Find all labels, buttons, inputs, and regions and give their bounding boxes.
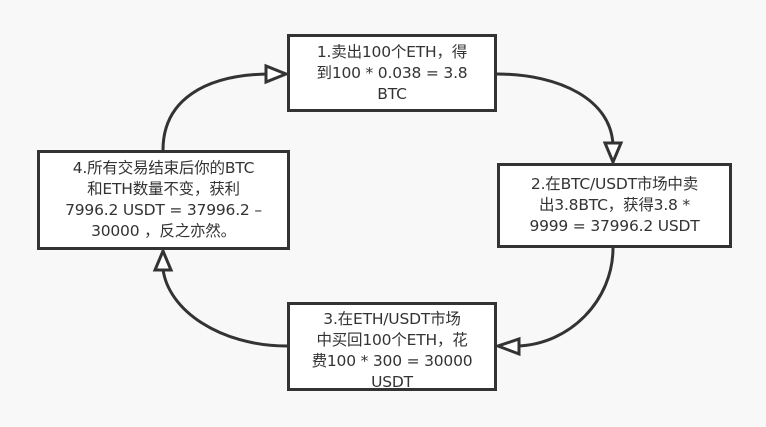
edge-step4-to-step1 [161, 72, 269, 151]
arrowhead-step4-icon [152, 247, 174, 272]
step-4-line: 和ETH数量不变，获利 [87, 180, 240, 198]
step-4-line: 4.所有交易结束后你的BTC [72, 159, 255, 177]
step-2-line: 9999 = 37996.2 USDT [529, 217, 700, 235]
step-4-line: 7996.2 USDT = 37996.2 – [65, 201, 262, 219]
edge-step2-to-step3 [515, 247, 615, 348]
step-2-line: 2.在BTC/USDT市场中卖 [530, 175, 699, 193]
step-4-node: 4.所有交易结束后你的BTC 和ETH数量不变，获利 7996.2 USDT =… [37, 150, 290, 250]
arrowhead-step3-icon [493, 336, 521, 357]
step-1-line: BTC [377, 84, 407, 103]
step-3-line: 3.在ETH/USDT市场 [323, 310, 461, 328]
edge-step3-to-step4 [161, 268, 288, 348]
arrowhead-step2-icon [602, 141, 624, 166]
step-1-line: 到100 * 0.038 = 3.8 [316, 63, 468, 82]
step-3-line: USDT [371, 373, 413, 391]
step-2-line: 出3.8BTC，获得3.8 * [538, 196, 690, 214]
step-1-node: 1.卖出100个ETH，得 到100 * 0.038 = 3.8 BTC [287, 34, 497, 112]
step-3-line: 中买回100个ETH，花 [316, 331, 468, 349]
arrowhead-step1-icon [264, 63, 291, 85]
step-3-node: 3.在ETH/USDT市场 中买回100个ETH，花 费100 * 300 = … [287, 302, 497, 391]
edge-step1-to-step2 [496, 72, 615, 147]
step-3-line: 费100 * 300 = 30000 [311, 352, 473, 370]
step-1-line: 1.卖出100个ETH，得 [316, 42, 468, 61]
step-2-node: 2.在BTC/USDT市场中卖 出3.8BTC，获得3.8 * 9999 = 3… [497, 163, 732, 248]
step-4-line: 30000 ，反之亦然。 [91, 222, 236, 240]
